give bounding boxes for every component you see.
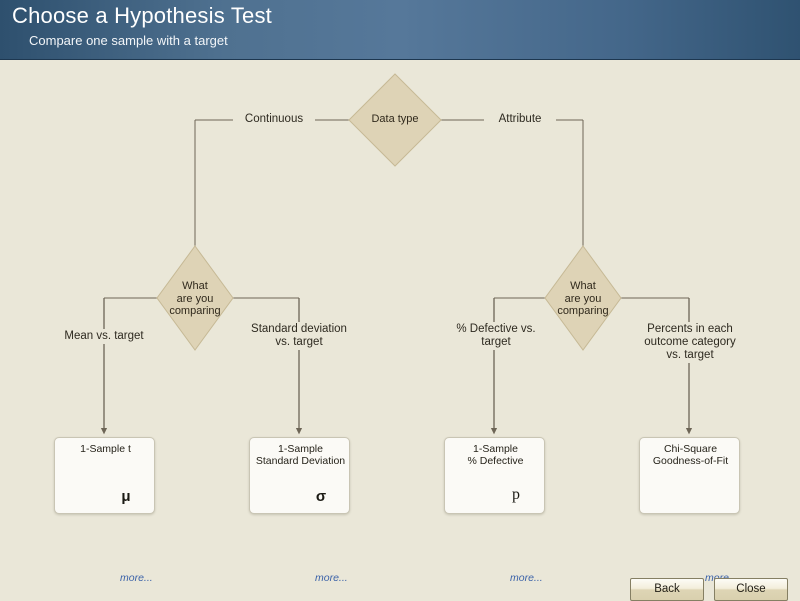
decision-diamond-attribute (544, 245, 622, 351)
more-link-1-sample-percent-defective[interactable]: more... (510, 572, 543, 584)
card-title: 1-Sample Standard Deviation (255, 443, 346, 467)
more-link-1-sample-standard-deviation[interactable]: more... (315, 572, 348, 584)
card-symbol: μ (121, 488, 131, 505)
card-title: 1-Sample % Defective (467, 443, 524, 467)
test-card-1-sample-standard-deviation[interactable]: 1-Sample Standard Deviation σ (249, 437, 350, 514)
card-title: 1-Sample t (80, 443, 131, 455)
close-button[interactable]: Close (714, 578, 788, 601)
test-card-chi-square-goodness-of-fit[interactable]: Chi-Square Goodness-of-Fit (639, 437, 740, 514)
card-symbol: p (512, 486, 520, 503)
card-title: Chi-Square Goodness-of-Fit (652, 443, 729, 467)
window-header: Choose a Hypothesis Test Compare one sam… (0, 0, 800, 60)
branch-label-continuous: Continuous (233, 112, 315, 127)
flowchart-canvas: Data type What are you comparing What ar… (0, 60, 800, 601)
card-symbol: σ (315, 488, 327, 505)
page-subtitle: Compare one sample with a target (29, 33, 228, 48)
test-card-1-sample-t[interactable]: 1-Sample t μ (54, 437, 155, 514)
branch-label-attribute: Attribute (484, 112, 556, 127)
leaf-label-pct-defective-vs-target: % Defective vs. target (440, 322, 552, 350)
more-link-1-sample-t[interactable]: more... (120, 572, 153, 584)
page-title: Choose a Hypothesis Test (12, 3, 272, 28)
leaf-label-percents-category-vs-target: Percents in each outcome category vs. ta… (632, 322, 748, 363)
leaf-label-stdev-vs-target: Standard deviation vs. target (241, 322, 357, 350)
decision-diamond-data-type (348, 73, 442, 167)
back-button[interactable]: Back (630, 578, 704, 601)
leaf-label-mean-vs-target: Mean vs. target (46, 329, 162, 344)
test-card-1-sample-percent-defective[interactable]: 1-Sample % Defective p (444, 437, 545, 514)
decision-diamond-continuous (156, 245, 234, 351)
